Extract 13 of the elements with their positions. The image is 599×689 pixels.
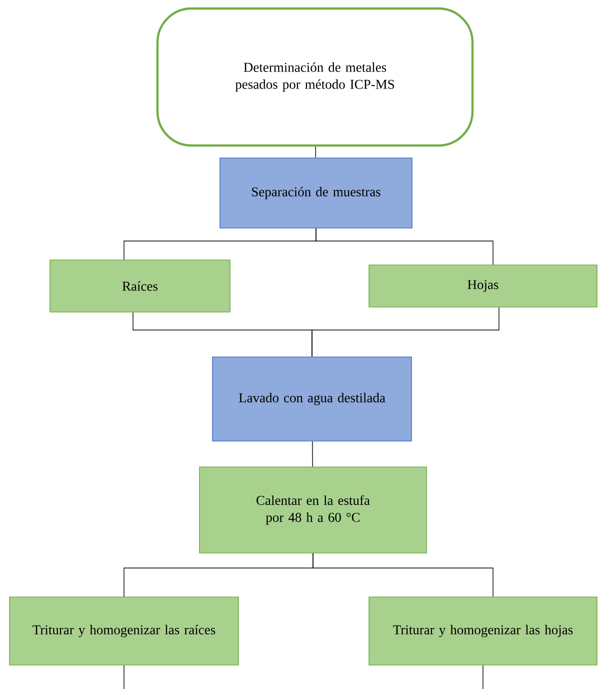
process-box: Triturar y homogenizar las raíces bbox=[9, 596, 239, 666]
connector-line bbox=[312, 441, 313, 467]
process-box: Hojas bbox=[368, 264, 598, 308]
process-box: Triturar y homogenizar las hojas bbox=[368, 596, 598, 666]
connector-line bbox=[312, 553, 494, 597]
connector-line bbox=[312, 307, 500, 357]
connector-line bbox=[316, 228, 494, 265]
process-box: Separación de muestras bbox=[220, 158, 412, 228]
connector-line bbox=[482, 665, 484, 689]
process-box: Calentar en la estufa por 48 h a 60 °C bbox=[199, 466, 427, 554]
process-box: Raíces bbox=[50, 260, 230, 312]
process-box: Lavado con agua destilada bbox=[212, 356, 412, 442]
connector-line bbox=[315, 146, 316, 158]
